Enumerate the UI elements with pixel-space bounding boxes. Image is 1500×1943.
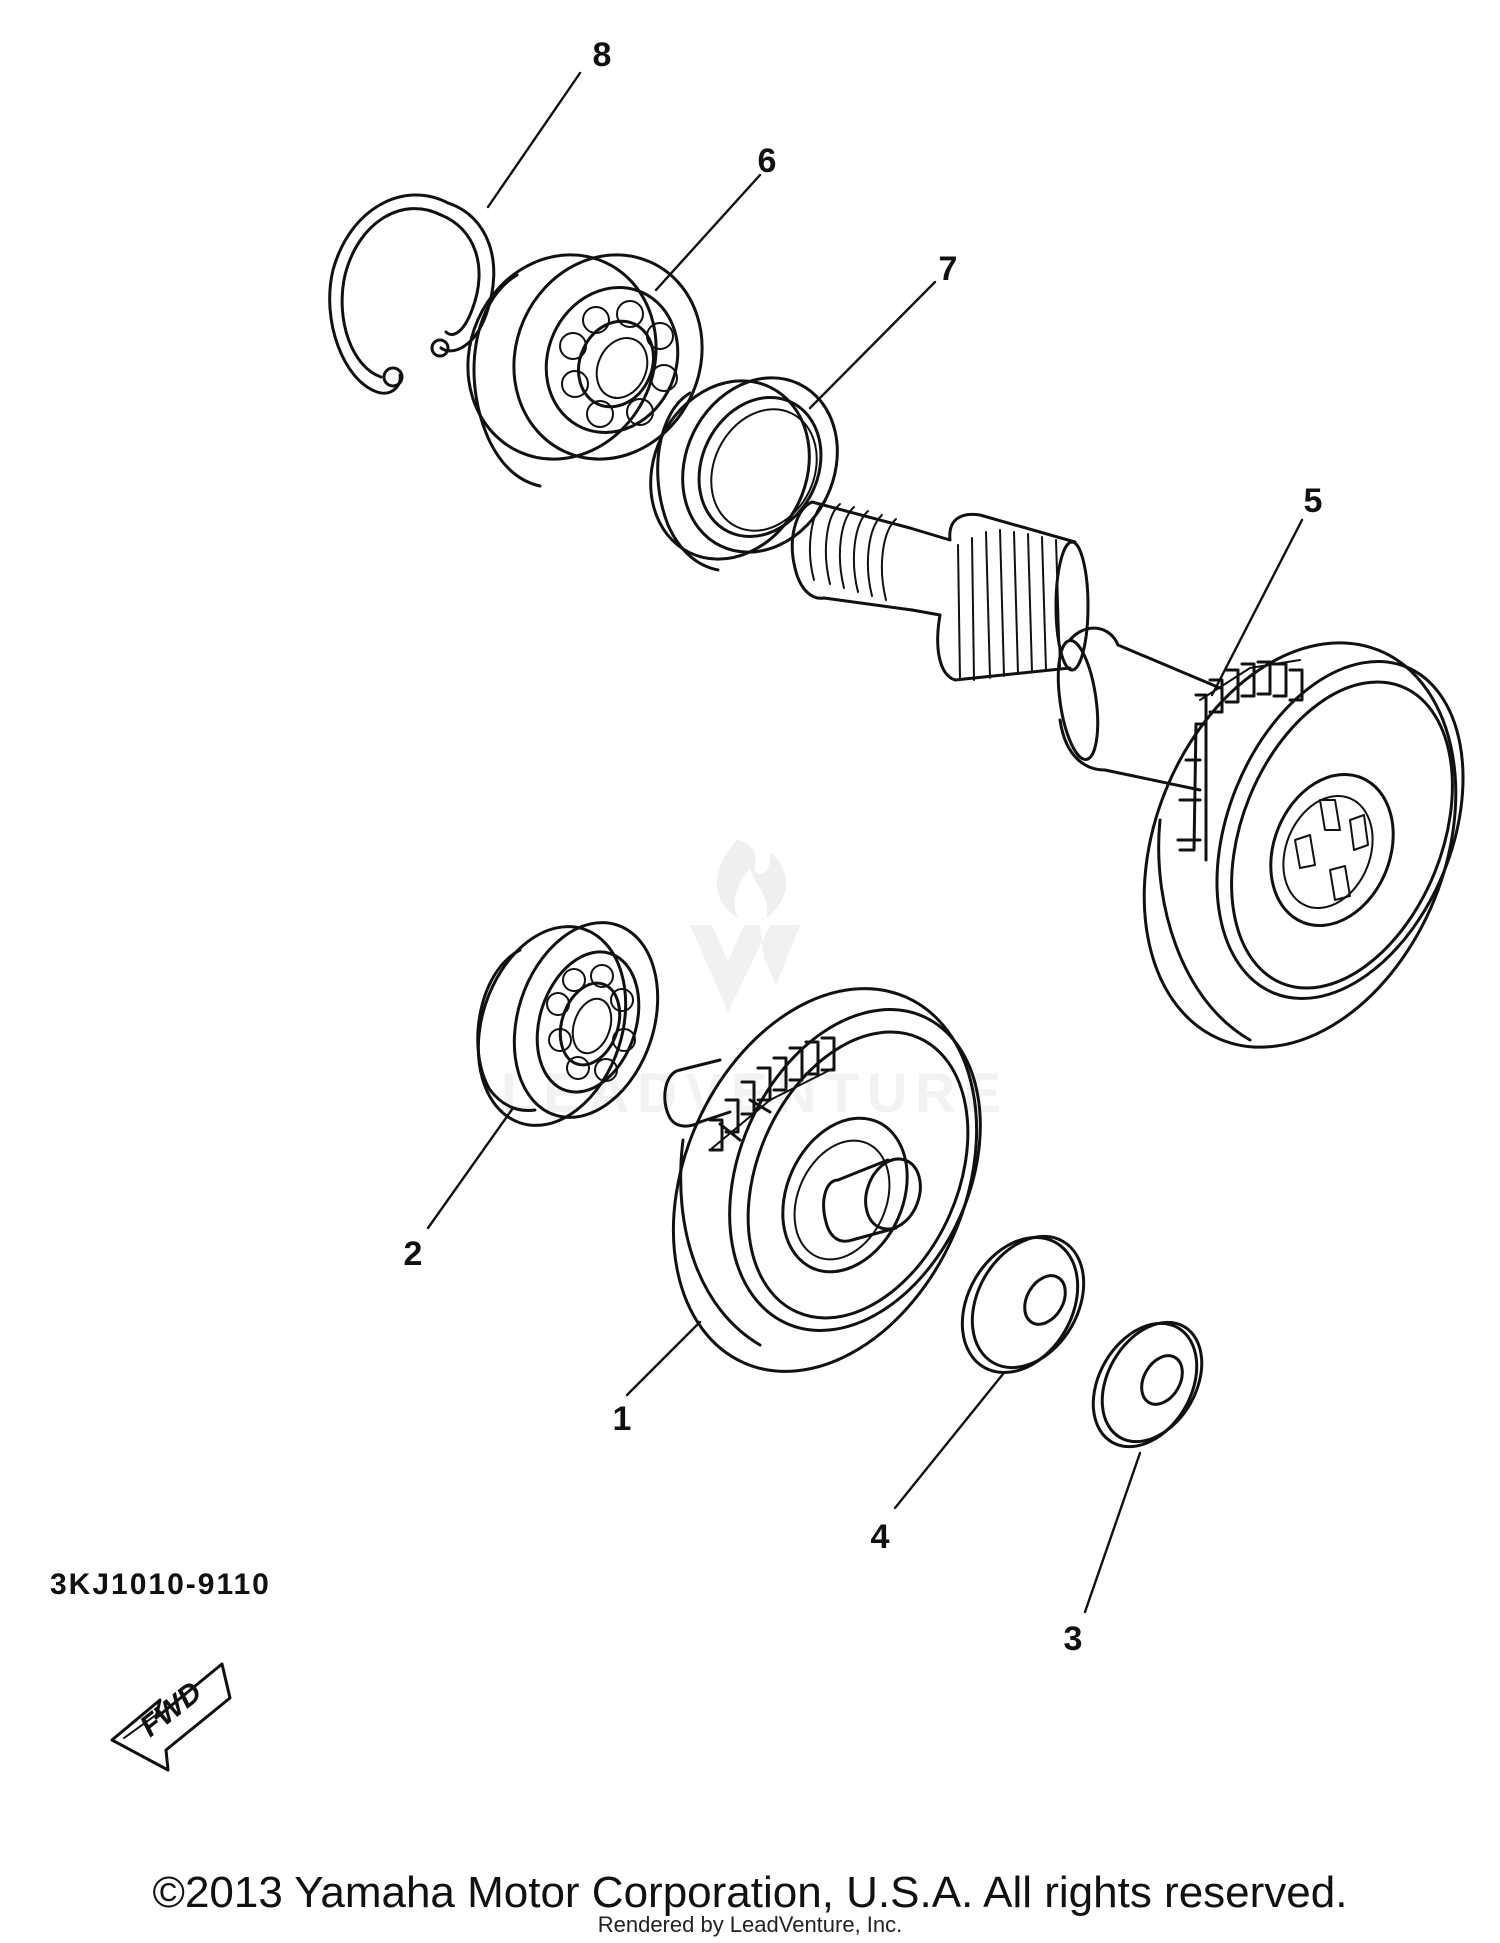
leader-3: [1083, 1451, 1142, 1614]
leader-8: [486, 71, 582, 209]
part-2-ball-bearing: [476, 921, 660, 1127]
copyright-notice: ©2013 Yamaha Motor Corporation, U.S.A. A…: [152, 1868, 1348, 1917]
part-4-washer: [960, 1234, 1086, 1375]
diagram-code: 3KJ1010-9110: [50, 1568, 271, 1601]
leader-5: [1210, 518, 1304, 697]
callout-4: 4: [871, 1518, 890, 1556]
leader-6: [654, 173, 762, 292]
watermark-flame-icon: [716, 840, 787, 918]
part-8-circlip: [328, 193, 496, 395]
callout-2: 2: [404, 1235, 423, 1273]
watermark-v-mark: [690, 925, 800, 1012]
leader-lines: [426, 71, 1304, 1614]
leader-1: [625, 1320, 702, 1397]
part-1-gear: [663, 987, 982, 1373]
part-6-ball-bearing: [466, 253, 704, 488]
leader-2: [426, 1106, 515, 1230]
fwd-arrow-icon: FWD: [110, 1662, 232, 1772]
part-3-washer: [1091, 1320, 1204, 1449]
callout-1: 1: [613, 1400, 632, 1438]
part-7-oil-seal: [649, 376, 839, 572]
leader-7: [808, 280, 937, 410]
callout-numbers: 8 6 7 5 2 1 4 3: [404, 36, 1323, 1658]
part-5-gear-shaft: [790, 499, 1465, 1049]
callout-6: 6: [758, 142, 777, 180]
callout-7: 7: [939, 250, 958, 288]
callout-8: 8: [593, 36, 612, 74]
leader-4: [893, 1372, 1005, 1510]
callout-5: 5: [1304, 482, 1323, 520]
callout-3: 3: [1064, 1620, 1083, 1658]
rendered-by-credit: Rendered by LeadVenture, Inc.: [597, 1912, 903, 1937]
